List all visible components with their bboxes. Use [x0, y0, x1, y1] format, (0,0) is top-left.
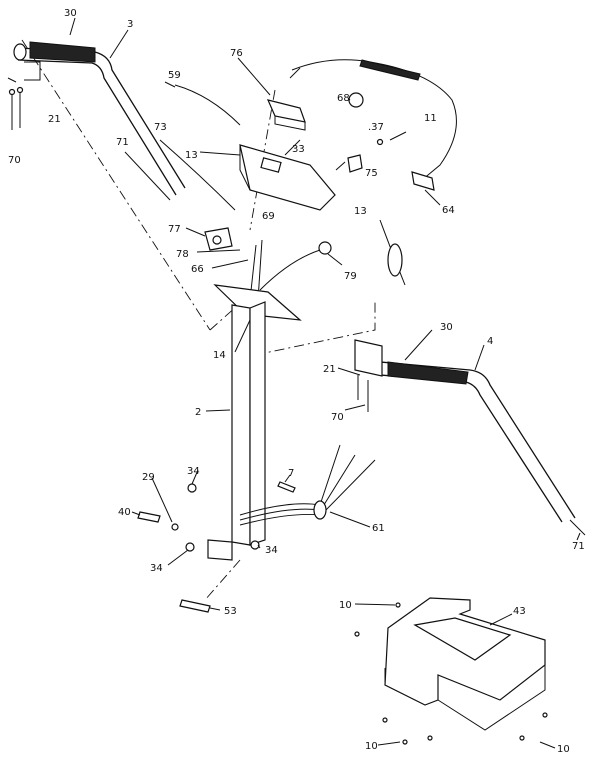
wire-66 [257, 239, 263, 301]
wire-73 [159, 139, 236, 211]
screw-71 [124, 151, 171, 201]
label-30b: 30 [440, 322, 453, 333]
label-64: 64 [442, 205, 455, 216]
handle-bracket [239, 144, 336, 211]
label-2: 2 [195, 407, 201, 418]
cable-bundle-61 [239, 444, 376, 526]
label-71: 71 [116, 137, 129, 148]
label-69: 69 [262, 211, 275, 222]
label-59: 59 [168, 70, 181, 81]
label-77: 77 [168, 224, 181, 235]
label-21: 21 [48, 114, 61, 125]
assembly-line [254, 300, 376, 356]
label-33: 33 [292, 144, 305, 155]
label-75: 75 [365, 168, 378, 179]
label-29: 29 [142, 472, 155, 483]
assembly-line [204, 559, 241, 601]
label-34: 34 [187, 466, 200, 477]
label-10c: 10 [557, 744, 570, 755]
label-70b: 70 [331, 412, 344, 423]
label-79: 79 [344, 271, 357, 282]
label-73: 73 [154, 122, 167, 133]
cable-assembly [289, 59, 457, 286]
right-handle [354, 339, 576, 523]
pin-53 [179, 599, 211, 613]
label-68: 68 [337, 93, 350, 104]
pin-7 [277, 481, 296, 493]
connector-64 [411, 171, 435, 191]
label-3: 3 [127, 19, 133, 30]
screw-set-right [357, 375, 369, 412]
label-14: 14 [213, 350, 226, 361]
grommet-79 [259, 241, 332, 291]
clip-75 [347, 154, 363, 173]
label-13b: 13 [354, 206, 367, 217]
label-34b: 34 [150, 563, 163, 574]
label-4: 4 [487, 336, 493, 347]
label-66: 66 [191, 264, 204, 275]
screw-set-left [7, 77, 24, 130]
screws-10 [354, 602, 548, 745]
label-61: 61 [372, 523, 385, 534]
knob-68 [348, 92, 364, 108]
label-43: 43 [513, 606, 526, 617]
label-40: 40 [118, 507, 131, 518]
switch-box [266, 99, 306, 131]
label-30: 30 [64, 8, 77, 19]
label-71b: 71 [572, 541, 585, 552]
assembly-line [21, 39, 211, 331]
label-70: 70 [8, 155, 21, 166]
main-tube [207, 301, 266, 561]
label-53: 53 [224, 606, 237, 617]
label-21b: 21 [323, 364, 336, 375]
weight-43 [384, 597, 546, 731]
switch-77 [204, 227, 233, 251]
label-37: .37 [368, 122, 384, 133]
pin-37 [389, 131, 407, 141]
mount-plate [213, 284, 302, 321]
label-11: 11 [424, 113, 437, 124]
assembly-line [249, 89, 276, 231]
label-7: 7 [288, 468, 294, 479]
left-handle [13, 41, 186, 196]
label-34c: 34 [265, 545, 278, 556]
leader-lines [69, 17, 581, 749]
label-76: 76 [230, 48, 243, 59]
label-10b: 10 [365, 741, 378, 752]
wire-59 [174, 84, 241, 126]
label-13: 13 [185, 150, 198, 161]
label-10: 10 [339, 600, 352, 611]
label-78: 78 [176, 249, 189, 260]
screw-71-right [569, 519, 586, 536]
